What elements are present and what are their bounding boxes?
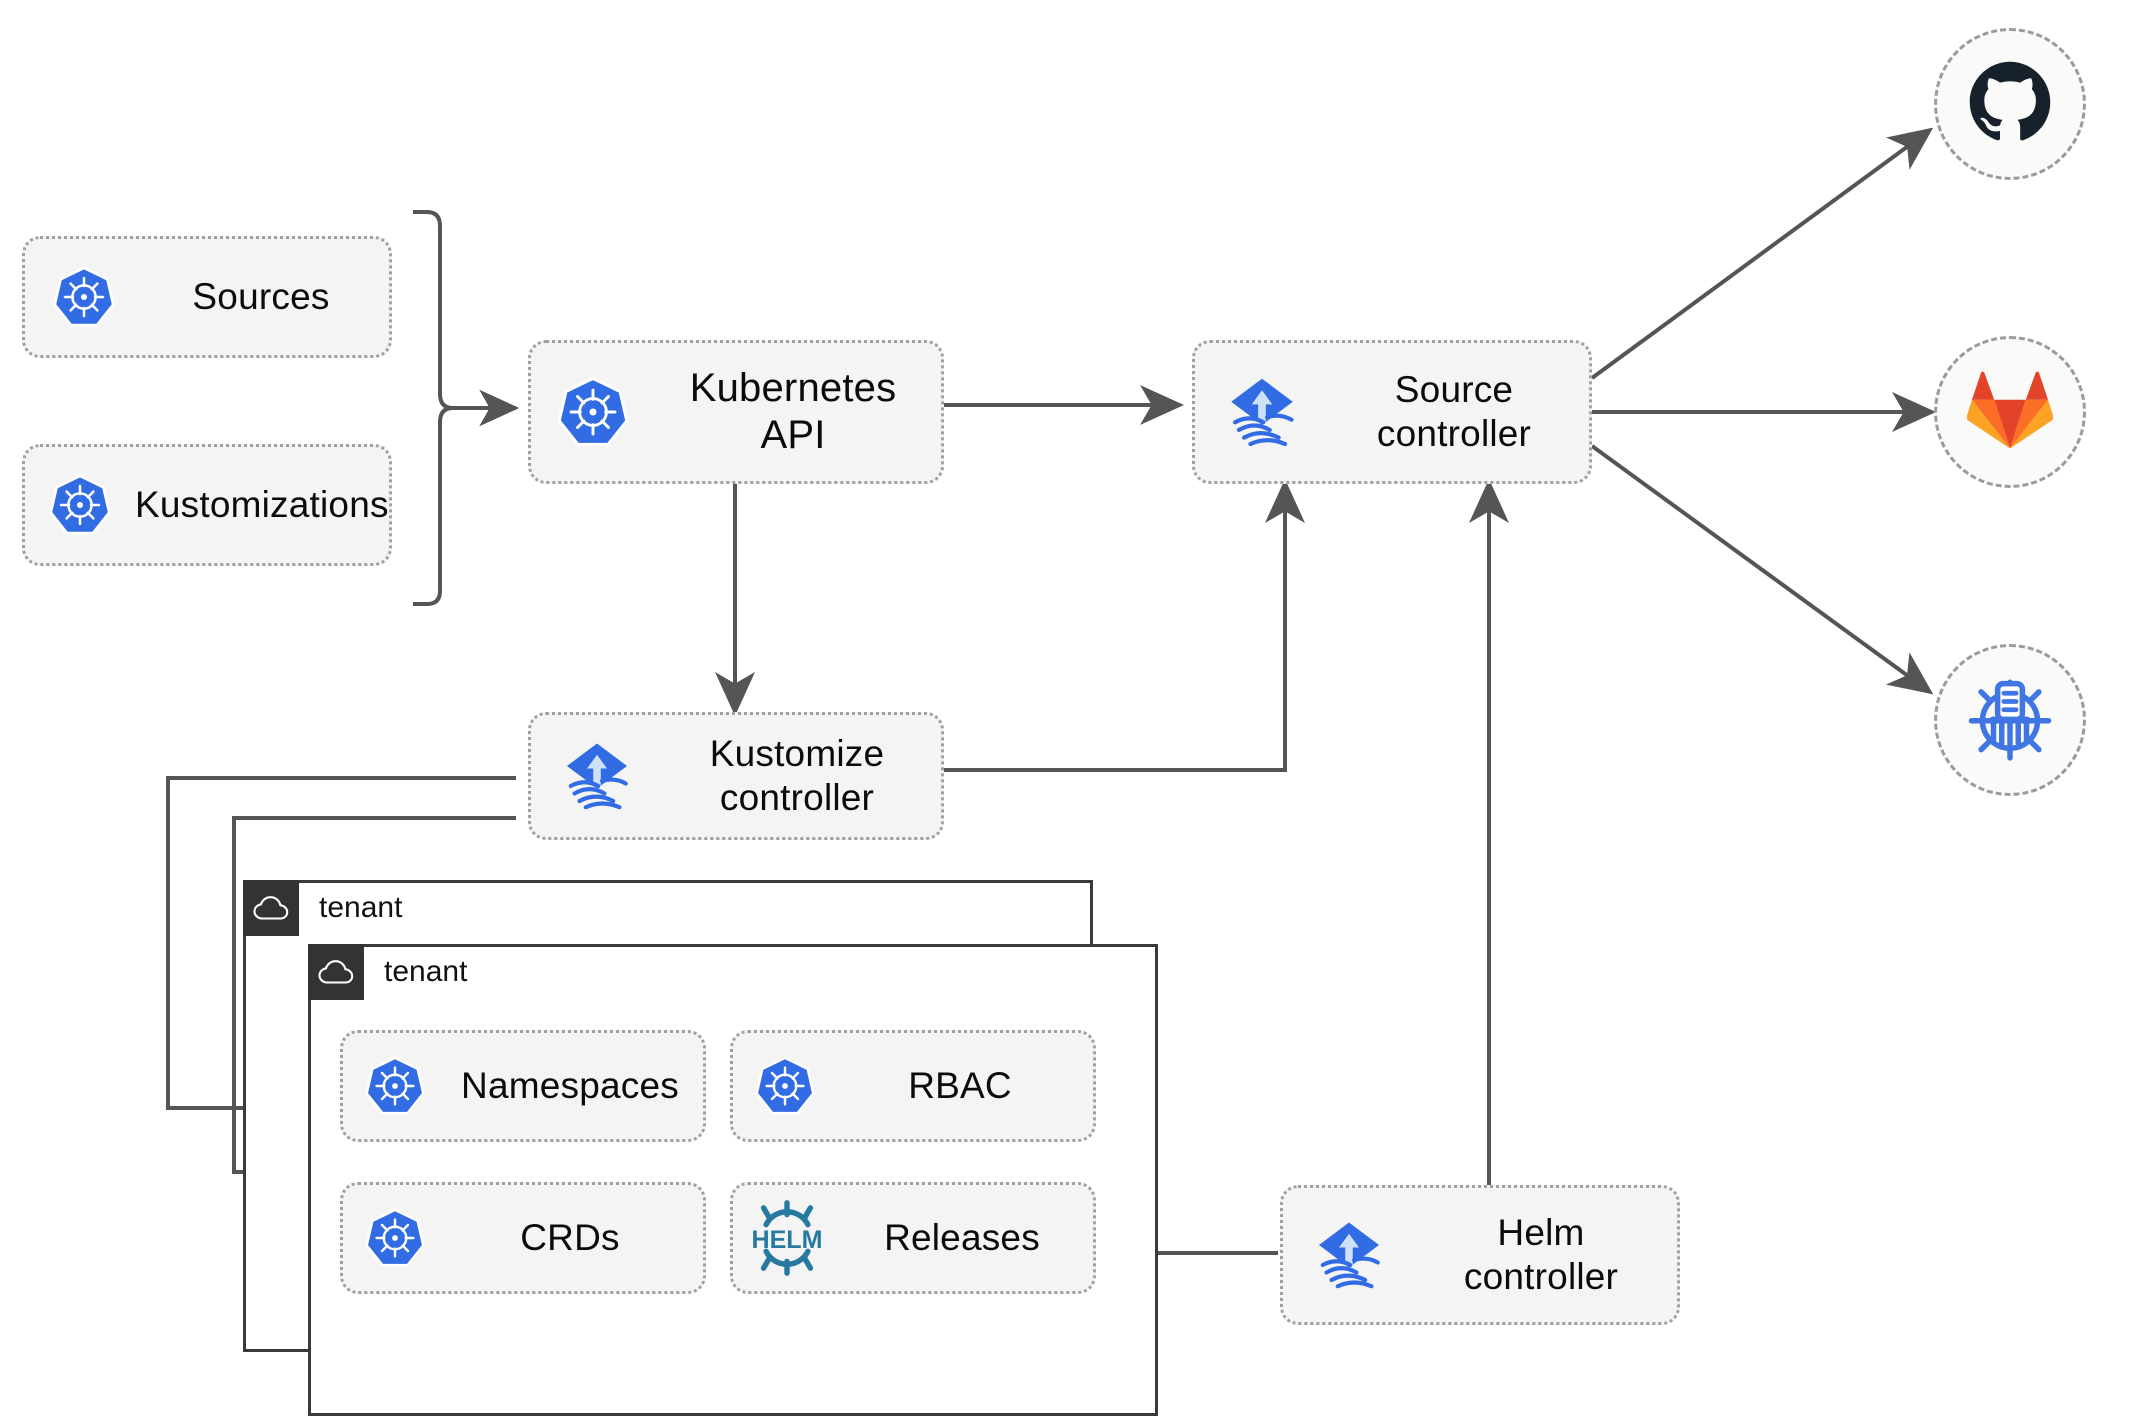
tenant-resource-crds[interactable]: CRDs	[340, 1182, 706, 1294]
edge-sourcecontroller-helmrepository	[1590, 444, 1934, 695]
tenant-container-inner[interactable]: tenant	[308, 944, 1158, 1416]
kubernetes-icon	[343, 1055, 447, 1117]
kubernetes-icon	[25, 473, 135, 537]
node-kubernetes-api[interactable]: Kubernetes API	[528, 340, 944, 484]
flux-icon	[1283, 1215, 1415, 1295]
kubernetes-icon	[531, 375, 655, 449]
github-icon	[1968, 60, 2052, 149]
node-label: Source controller	[1376, 369, 1532, 454]
cloud-icon	[243, 880, 299, 936]
flux-icon	[1195, 371, 1329, 453]
edge-sourcecontroller-github	[1590, 127, 1934, 380]
resource-label: Sources	[192, 276, 330, 318]
tenant-label: tenant	[319, 891, 403, 924]
node-label: Kubernetes API	[689, 365, 897, 457]
resource-node-kustomizations[interactable]: Kustomizations	[22, 444, 392, 566]
flux-icon	[531, 736, 663, 816]
cloud-icon	[308, 944, 364, 1000]
tenant-resource-rbac[interactable]: RBAC	[730, 1030, 1096, 1142]
tenant-header: tenant	[243, 880, 402, 936]
svg-text:HELM: HELM	[751, 1226, 822, 1254]
tenant-resource-namespaces[interactable]: Namespaces	[340, 1030, 706, 1142]
node-label: Helm controller	[1463, 1212, 1619, 1297]
tenant-resource-label: RBAC	[908, 1065, 1012, 1107]
helm-repository-icon	[1966, 674, 2054, 767]
gitlab-icon	[1966, 369, 2054, 456]
kubernetes-icon	[343, 1207, 447, 1269]
node-helm-controller[interactable]: Helm controller	[1280, 1185, 1680, 1325]
resource-node-sources[interactable]: Sources	[22, 236, 392, 358]
tenant-header: tenant	[308, 944, 467, 1000]
diagram-title: Flux GitOps multi-tenancy architecture	[0, 21, 1, 22]
edge-brace	[413, 210, 454, 606]
provider-gitlab[interactable]	[1934, 336, 2086, 488]
kubernetes-icon	[25, 265, 143, 329]
edge-kustomizecontroller-sourcecontroller	[944, 479, 1305, 772]
helm-icon: HELM	[733, 1199, 841, 1277]
node-label: Kustomize controller	[709, 733, 885, 818]
tenant-resource-label: CRDs	[520, 1217, 620, 1259]
tenant-resource-label: Releases	[884, 1217, 1040, 1259]
provider-helm-repository[interactable]	[1934, 644, 2086, 796]
tenant-resource-label: Namespaces	[461, 1065, 679, 1107]
tenant-resource-releases[interactable]: HELM Releases	[730, 1182, 1096, 1294]
node-kustomize-controller[interactable]: Kustomize controller	[528, 712, 944, 840]
resource-label: Kustomizations	[135, 484, 389, 526]
tenant-label: tenant	[384, 955, 468, 988]
kubernetes-icon	[733, 1055, 837, 1117]
provider-github[interactable]	[1934, 28, 2086, 180]
node-source-controller[interactable]: Source controller	[1192, 340, 1592, 484]
